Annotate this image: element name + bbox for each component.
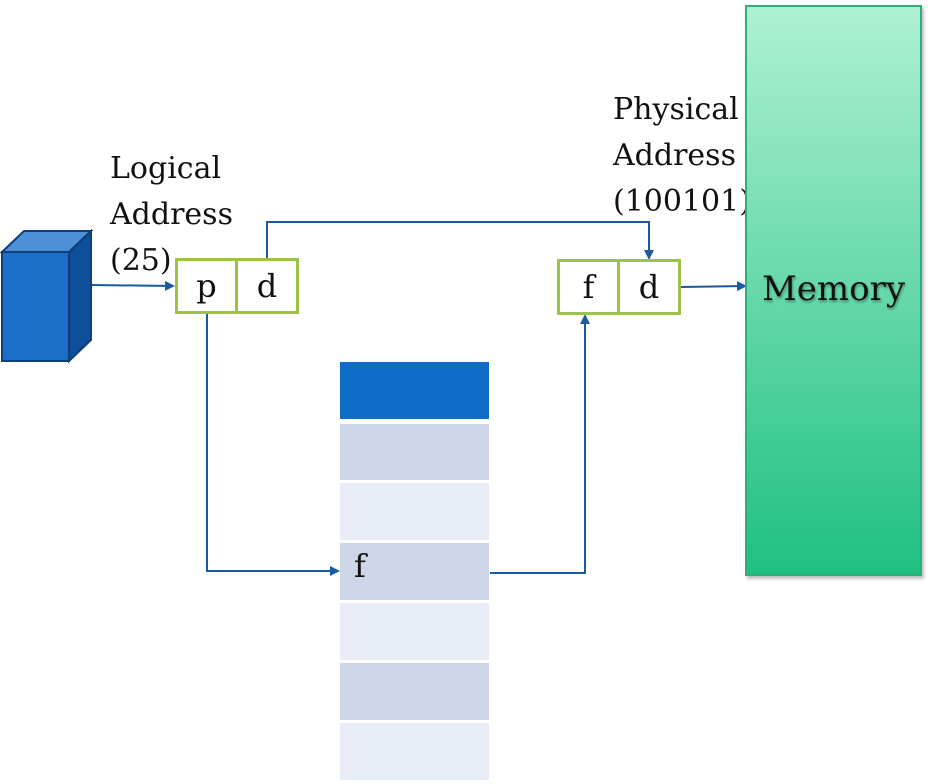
memory-block: Memory (745, 5, 922, 576)
physical-address-line2: Address (613, 138, 736, 173)
page-table-row (340, 424, 489, 480)
page-table-row (340, 483, 489, 540)
logical-address-value: (25) (110, 243, 172, 278)
physical-to-memory-arrow (680, 281, 747, 292)
physical-frame-field: f (557, 259, 620, 315)
page-table-frame-label: f (354, 547, 366, 585)
page-table-row (340, 723, 489, 780)
memory-label: Memory (761, 269, 906, 309)
frame-to-physical-arrow (490, 314, 590, 574)
physical-offset-field: d (617, 259, 681, 315)
logical-address-line2: Address (110, 197, 233, 232)
physical-address-label: Physical Address (100101) (613, 87, 751, 225)
page-table-row (340, 603, 489, 660)
physical-address-value: (100101) (613, 184, 751, 219)
page-number-to-table-arrow (206, 314, 340, 576)
logical-offset-field: d (235, 258, 299, 314)
physical-address-line1: Physical (613, 92, 739, 127)
logical-address-label: Logical Address (25) (110, 146, 233, 284)
logical-page-field: p (175, 258, 238, 314)
logical-address-line1: Logical (110, 151, 222, 186)
arrows (91, 221, 747, 576)
cpu-to-logical-arrow (91, 280, 175, 291)
page-table-header (340, 362, 489, 419)
page-table-row (340, 663, 489, 720)
cpu-icon (0, 228, 94, 364)
page-table-row-frame: f (340, 543, 489, 600)
offset-d-arrow (266, 221, 654, 260)
